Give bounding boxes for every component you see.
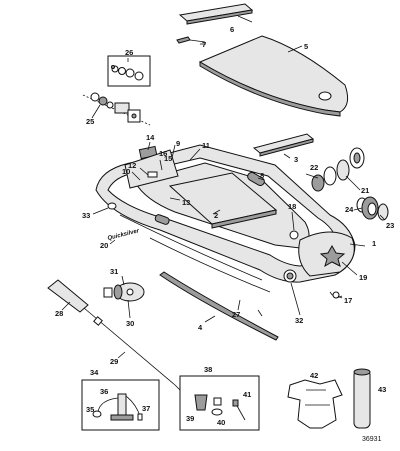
part-23-24-valve — [356, 196, 389, 221]
part-25-oarlock-assembly — [82, 92, 151, 126]
part-7-small-strip — [176, 36, 206, 44]
callout-24: 24 — [345, 205, 354, 214]
callout-1: 1 — [372, 239, 376, 248]
callout-2: 2 — [214, 211, 218, 220]
callout-7: 7 — [202, 40, 206, 49]
callout-17: 17 — [344, 296, 352, 305]
callout-34: 34 — [90, 368, 99, 377]
callout-36: 36 — [100, 387, 108, 396]
part-26-valve-kit — [107, 55, 151, 87]
callout-13: 13 — [182, 198, 190, 207]
callout-labels: 1 2 3 4 5 6 7 8 9 10 11 12 13 14 15 16 1… — [55, 25, 394, 443]
callout-14: 14 — [146, 133, 155, 142]
figure-number: 36931 — [362, 436, 382, 443]
callout-6: 6 — [230, 25, 234, 34]
callout-39: 39 — [186, 414, 194, 423]
callout-21: 21 — [361, 186, 369, 195]
callout-29: 29 — [110, 357, 118, 366]
part-34-pump-kit — [81, 379, 160, 431]
callout-38: 38 — [204, 365, 212, 374]
callout-35: 35 — [86, 405, 94, 414]
part-6-plank-strip — [178, 3, 254, 25]
part-4-rub-strip — [159, 271, 279, 341]
callout-28: 28 — [55, 309, 63, 318]
callout-10: 10 — [122, 167, 130, 176]
callout-30: 30 — [126, 319, 134, 328]
callout-31: 31 — [110, 267, 118, 276]
callout-3: 3 — [294, 155, 298, 164]
callout-12: 12 — [128, 161, 136, 170]
callout-18: 18 — [288, 202, 296, 211]
part-30-31-oarlock — [103, 282, 145, 302]
callout-22: 22 — [310, 163, 318, 172]
callout-41: 41 — [243, 390, 251, 399]
part-3-plank-strip — [252, 133, 315, 157]
callout-26: 26 — [125, 48, 133, 57]
callout-40: 40 — [217, 418, 225, 427]
callout-15: 15 — [164, 154, 172, 163]
part-5-floorboard — [198, 35, 349, 117]
callout-32: 32 — [295, 316, 303, 325]
main-hull — [95, 144, 356, 299]
part-42-bag — [287, 379, 343, 429]
callout-23: 23 — [386, 221, 394, 230]
part-28-29-oar — [47, 279, 181, 391]
callout-4: 4 — [198, 323, 203, 332]
callout-16: 16 — [159, 149, 167, 158]
callout-27: 27 — [232, 310, 240, 319]
callout-25: 25 — [86, 117, 94, 126]
callout-11: 11 — [202, 141, 210, 150]
callout-42: 42 — [310, 371, 318, 380]
callout-37: 37 — [142, 404, 150, 413]
callout-43: 43 — [378, 385, 386, 394]
callout-19: 19 — [359, 273, 367, 282]
part-43-storage-bag — [353, 368, 371, 429]
callout-8: 8 — [260, 171, 264, 180]
callout-9: 9 — [176, 139, 180, 148]
callout-5: 5 — [304, 42, 308, 51]
callout-33: 33 — [82, 211, 90, 220]
part-38-repair-kit — [179, 375, 260, 431]
leader-lines — [61, 15, 386, 359]
callout-20: 20 — [100, 241, 108, 250]
hull-logo-text: Quicksilver — [107, 228, 140, 242]
part-21-22-inflation-valve — [311, 147, 365, 192]
